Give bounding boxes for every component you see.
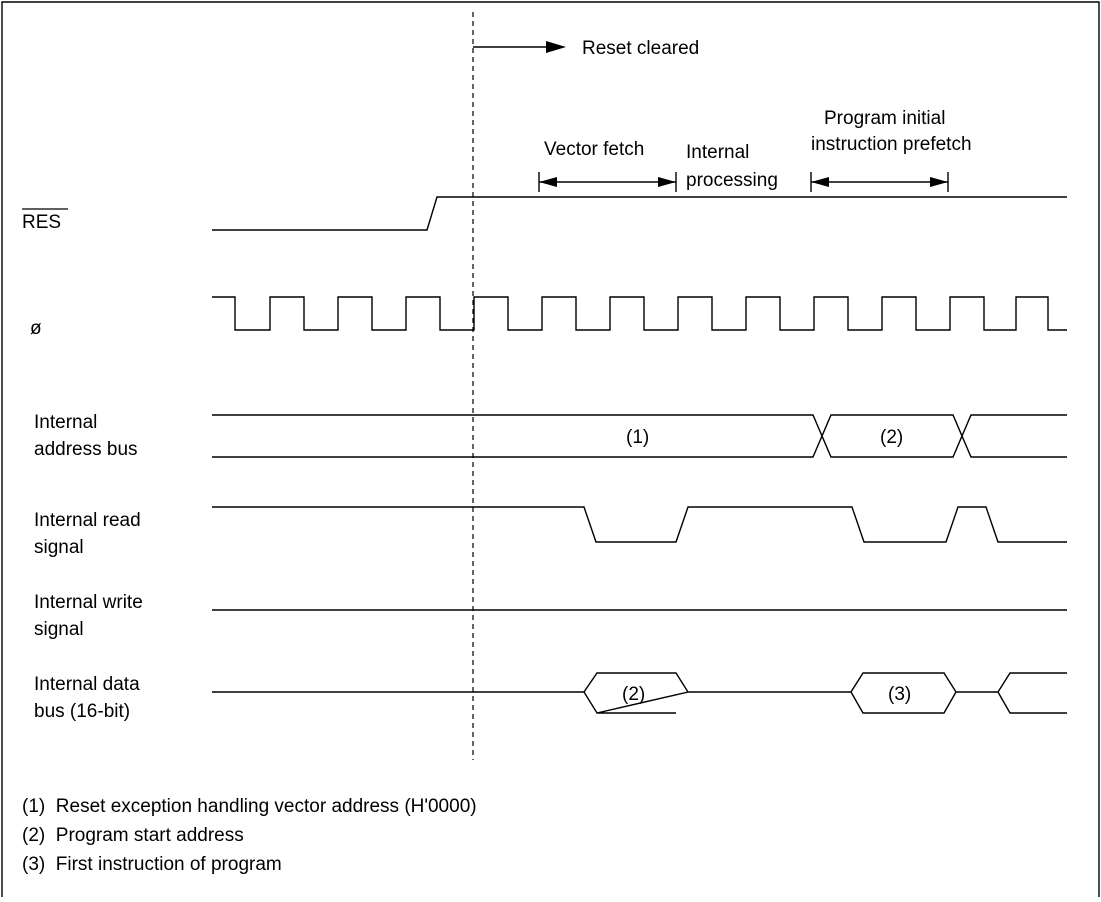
- res-waveform: [212, 196, 1067, 231]
- data-bus-value-2: (2): [622, 684, 645, 705]
- data-bus-value-3: (3): [888, 684, 911, 705]
- signal-label-address-bus-line2: address bus: [34, 439, 138, 460]
- prefetch-label-line1: Program initial: [824, 108, 945, 129]
- address-bus-value-1: (1): [626, 427, 649, 448]
- internal-processing-label-line1: Internal: [686, 142, 749, 163]
- legend: (1) Reset exception handling vector addr…: [22, 796, 477, 875]
- address-bus-waveform: [212, 414, 1067, 458]
- signal-label-write-line1: Internal write: [34, 592, 143, 613]
- data-bus-waveform: [212, 672, 1067, 714]
- signal-label-address-bus-line1: Internal: [34, 412, 97, 433]
- signal-label-data-bus-line2: bus (16-bit): [34, 701, 130, 722]
- internal-processing-label-line2: processing: [686, 170, 778, 191]
- prefetch-span-arrow: [810, 172, 949, 192]
- reset-cleared-arrow: [473, 41, 566, 53]
- address-bus-value-2: (2): [880, 427, 903, 448]
- read-signal-waveform: [212, 506, 1067, 543]
- clock-waveform: [212, 296, 1067, 331]
- signal-label-read-line2: signal: [34, 537, 84, 558]
- legend-item-3: (3) First instruction of program: [22, 854, 282, 875]
- signal-label-clock: ø: [30, 318, 42, 339]
- legend-item-2: (2) Program start address: [22, 825, 244, 846]
- reset-cleared-label: Reset cleared: [582, 38, 699, 59]
- legend-item-1: (1) Reset exception handling vector addr…: [22, 796, 477, 817]
- signal-label-data-bus-line1: Internal data: [34, 674, 140, 695]
- vector-fetch-label: Vector fetch: [544, 139, 644, 160]
- prefetch-label-line2: instruction prefetch: [811, 134, 972, 155]
- vector-fetch-span-arrow: [538, 172, 677, 192]
- signal-label-write-line2: signal: [34, 619, 84, 640]
- signal-label-res: RES: [22, 212, 61, 233]
- signal-label-read-line1: Internal read: [34, 510, 141, 531]
